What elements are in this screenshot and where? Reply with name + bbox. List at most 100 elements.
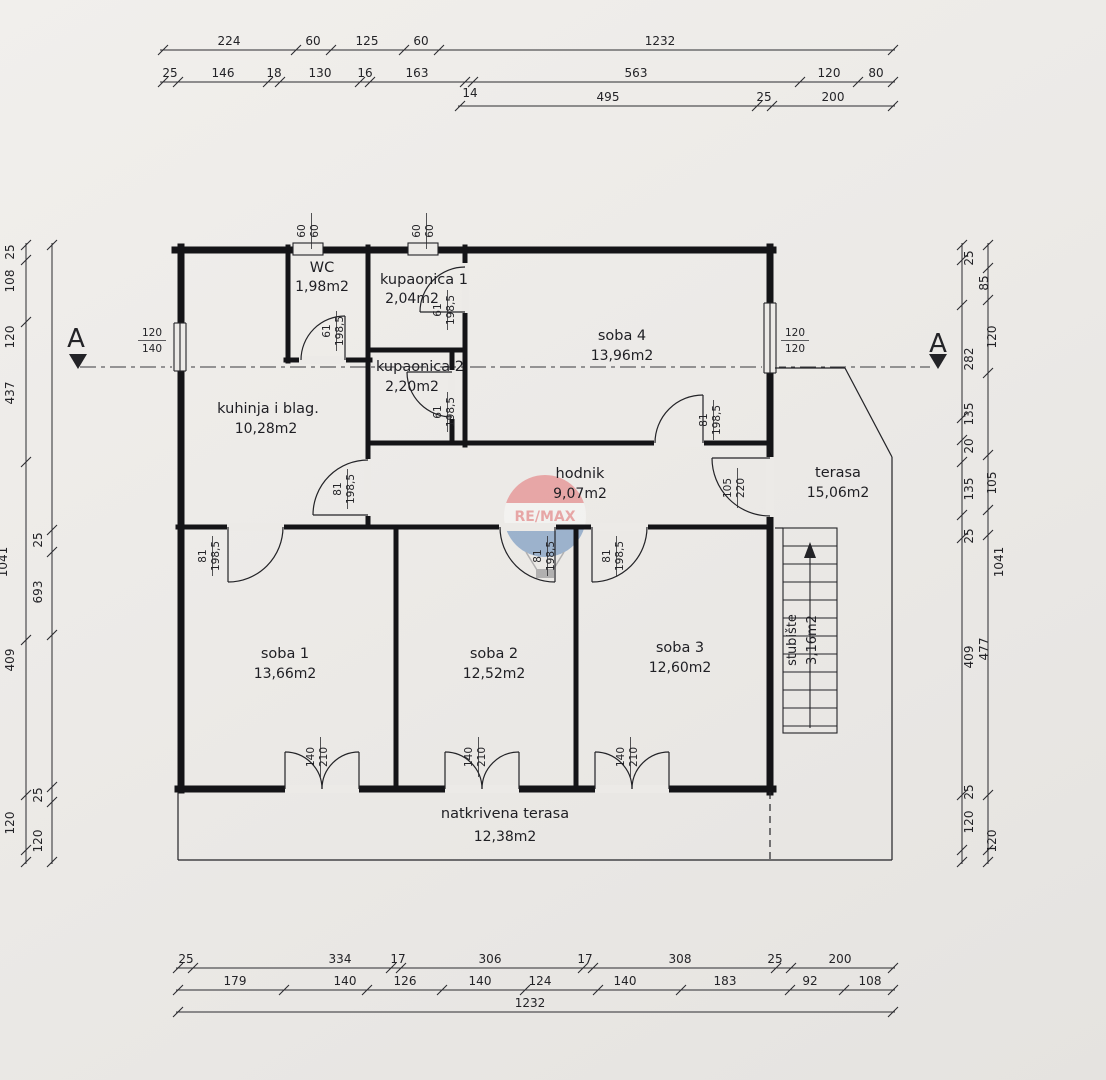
opening-h-vent1: 60 <box>309 224 321 237</box>
dim-top3-1: 25 <box>756 90 771 104</box>
room-name-soba1: soba 1 <box>261 646 309 662</box>
dim-bot3-0: 1232 <box>515 996 546 1010</box>
fraction-bars <box>138 213 809 777</box>
dim-right-14: 120 <box>985 830 999 853</box>
dim-left-6: 693 <box>31 581 45 604</box>
dim-bot2-1: 140 <box>334 974 357 988</box>
dim-left-7: 409 <box>3 649 17 672</box>
opening-h-soba4-window: 120 <box>785 343 805 355</box>
room-area-terasa: 15,06m2 <box>807 485 870 501</box>
dim-right-7: 105 <box>985 472 999 495</box>
room-area-soba4: 13,96m2 <box>591 348 654 364</box>
dim-bot2-5: 140 <box>614 974 637 988</box>
dim-top2-9: 80 <box>868 66 883 80</box>
opening-w-wc-door: 61 <box>321 324 333 337</box>
dim-right-2: 120 <box>985 326 999 349</box>
opening-w-vent2: 60 <box>411 224 423 237</box>
section-triangle-left-icon <box>69 354 87 369</box>
dim-bot1-2: 17 <box>390 952 405 966</box>
section-label-left: A <box>67 324 85 354</box>
opening-w-soba1-window: 140 <box>305 747 317 767</box>
opening-h-kuhinja-door: 198,5 <box>345 474 357 504</box>
room-labels: WC 1,98m2 kupaonica 1 2,04m2 kupaonica 2… <box>217 260 869 845</box>
dim-top2-0: 25 <box>162 66 177 80</box>
terrace-outline <box>177 367 893 861</box>
dim-bot1-6: 25 <box>767 952 782 966</box>
dim-labels-top: 224 60 125 60 1232 25 146 18 130 16 163 … <box>162 34 883 104</box>
room-area-soba2: 12,52m2 <box>463 666 526 682</box>
staircase <box>782 527 838 734</box>
opening-w-soba4-door: 81 <box>698 413 710 426</box>
interior-walls <box>175 244 773 792</box>
dim-top1-4: 1232 <box>645 34 676 48</box>
dim-top1-0: 224 <box>218 34 241 48</box>
room-area-kuhinja: 10,28m2 <box>235 421 298 437</box>
opening-w-kupaonica2-door: 61 <box>432 405 444 418</box>
dim-left-9: 120 <box>3 812 17 835</box>
dim-top2-2: 18 <box>266 66 281 80</box>
room-area-kupaonica1: 2,04m2 <box>385 291 439 307</box>
wall-openings <box>172 242 779 793</box>
room-name-kuhinja: kuhinja i blag. <box>217 401 319 417</box>
remax-brand-text: RE/MAX <box>514 509 575 525</box>
room-area-wc: 1,98m2 <box>295 279 349 295</box>
opening-w-soba3-window: 140 <box>615 747 627 767</box>
dim-right-6: 135 <box>962 478 976 501</box>
opening-w-soba2-window: 140 <box>463 747 475 767</box>
window-symbols <box>173 242 777 374</box>
dim-left-4: 1041 <box>0 547 10 578</box>
dim-left-1: 108 <box>3 270 17 293</box>
dim-top1-3: 60 <box>413 34 428 48</box>
dim-top3-0: 495 <box>597 90 620 104</box>
opening-h-soba2-door: 198,5 <box>545 541 557 571</box>
opening-h-vent2: 60 <box>424 224 436 237</box>
dim-left-0: 25 <box>3 244 17 259</box>
dim-top1-2: 125 <box>356 34 379 48</box>
dim-left-8: 25 <box>31 787 45 802</box>
opening-w-soba1-door: 81 <box>197 549 209 562</box>
dim-right-13: 120 <box>962 811 976 834</box>
dim-right-4: 135 <box>962 403 976 426</box>
dim-bot2-0: 179 <box>224 974 247 988</box>
dim-top2-3: 130 <box>309 66 332 80</box>
dim-right-1: 85 <box>977 275 991 290</box>
opening-labels: 61 198,5 61 198,5 61 198,5 81 198,5 81 1… <box>138 213 809 777</box>
room-name-hodnik: hodnik <box>556 466 605 482</box>
dim-right-9: 1041 <box>992 547 1006 578</box>
dim-left-5: 25 <box>31 532 45 547</box>
opening-w-vent1: 60 <box>296 224 308 237</box>
opening-h-soba3-door: 198,5 <box>614 541 626 571</box>
opening-h-soba3-window: 210 <box>628 747 640 767</box>
section-label-right: A <box>929 329 947 359</box>
dim-right-3: 282 <box>962 348 976 371</box>
room-area-natkrivena-terasa: 12,38m2 <box>474 829 537 845</box>
room-name-soba2: soba 2 <box>470 646 518 662</box>
dim-right-8: 25 <box>962 528 976 543</box>
dim-labels-left: 25 108 120 437 1041 25 693 409 25 120 12… <box>0 244 45 852</box>
opening-h-kupaonica2-door: 198,5 <box>445 397 457 427</box>
room-name-soba3: soba 3 <box>656 640 704 656</box>
dim-right-10: 477 <box>977 638 991 661</box>
dim-bot2-7: 92 <box>802 974 817 988</box>
dim-top3-2: 200 <box>822 90 845 104</box>
door-symbols <box>227 266 771 790</box>
room-name-terasa: terasa <box>815 465 861 481</box>
dim-labels-bottom: 25 334 17 306 17 308 25 200 179 140 126 … <box>178 952 881 1010</box>
dim-top2-7: 563 <box>625 66 648 80</box>
room-name-kupaonica1: kupaonica 1 <box>380 272 468 288</box>
dim-bot1-7: 200 <box>829 952 852 966</box>
dim-bot1-5: 308 <box>669 952 692 966</box>
outer-walls <box>171 243 777 796</box>
room-name-soba4: soba 4 <box>598 328 646 344</box>
dim-top1-1: 60 <box>305 34 320 48</box>
dim-bot1-3: 306 <box>479 952 502 966</box>
opening-h-terasa-door: 220 <box>735 478 747 498</box>
opening-h-soba1-window: 210 <box>318 747 330 767</box>
dim-top2-6: 14 <box>462 86 477 100</box>
dim-right-0: 25 <box>962 250 976 265</box>
dim-bot2-2: 126 <box>394 974 417 988</box>
opening-w-soba2-door: 81 <box>532 549 544 562</box>
dim-left-2: 120 <box>3 326 17 349</box>
